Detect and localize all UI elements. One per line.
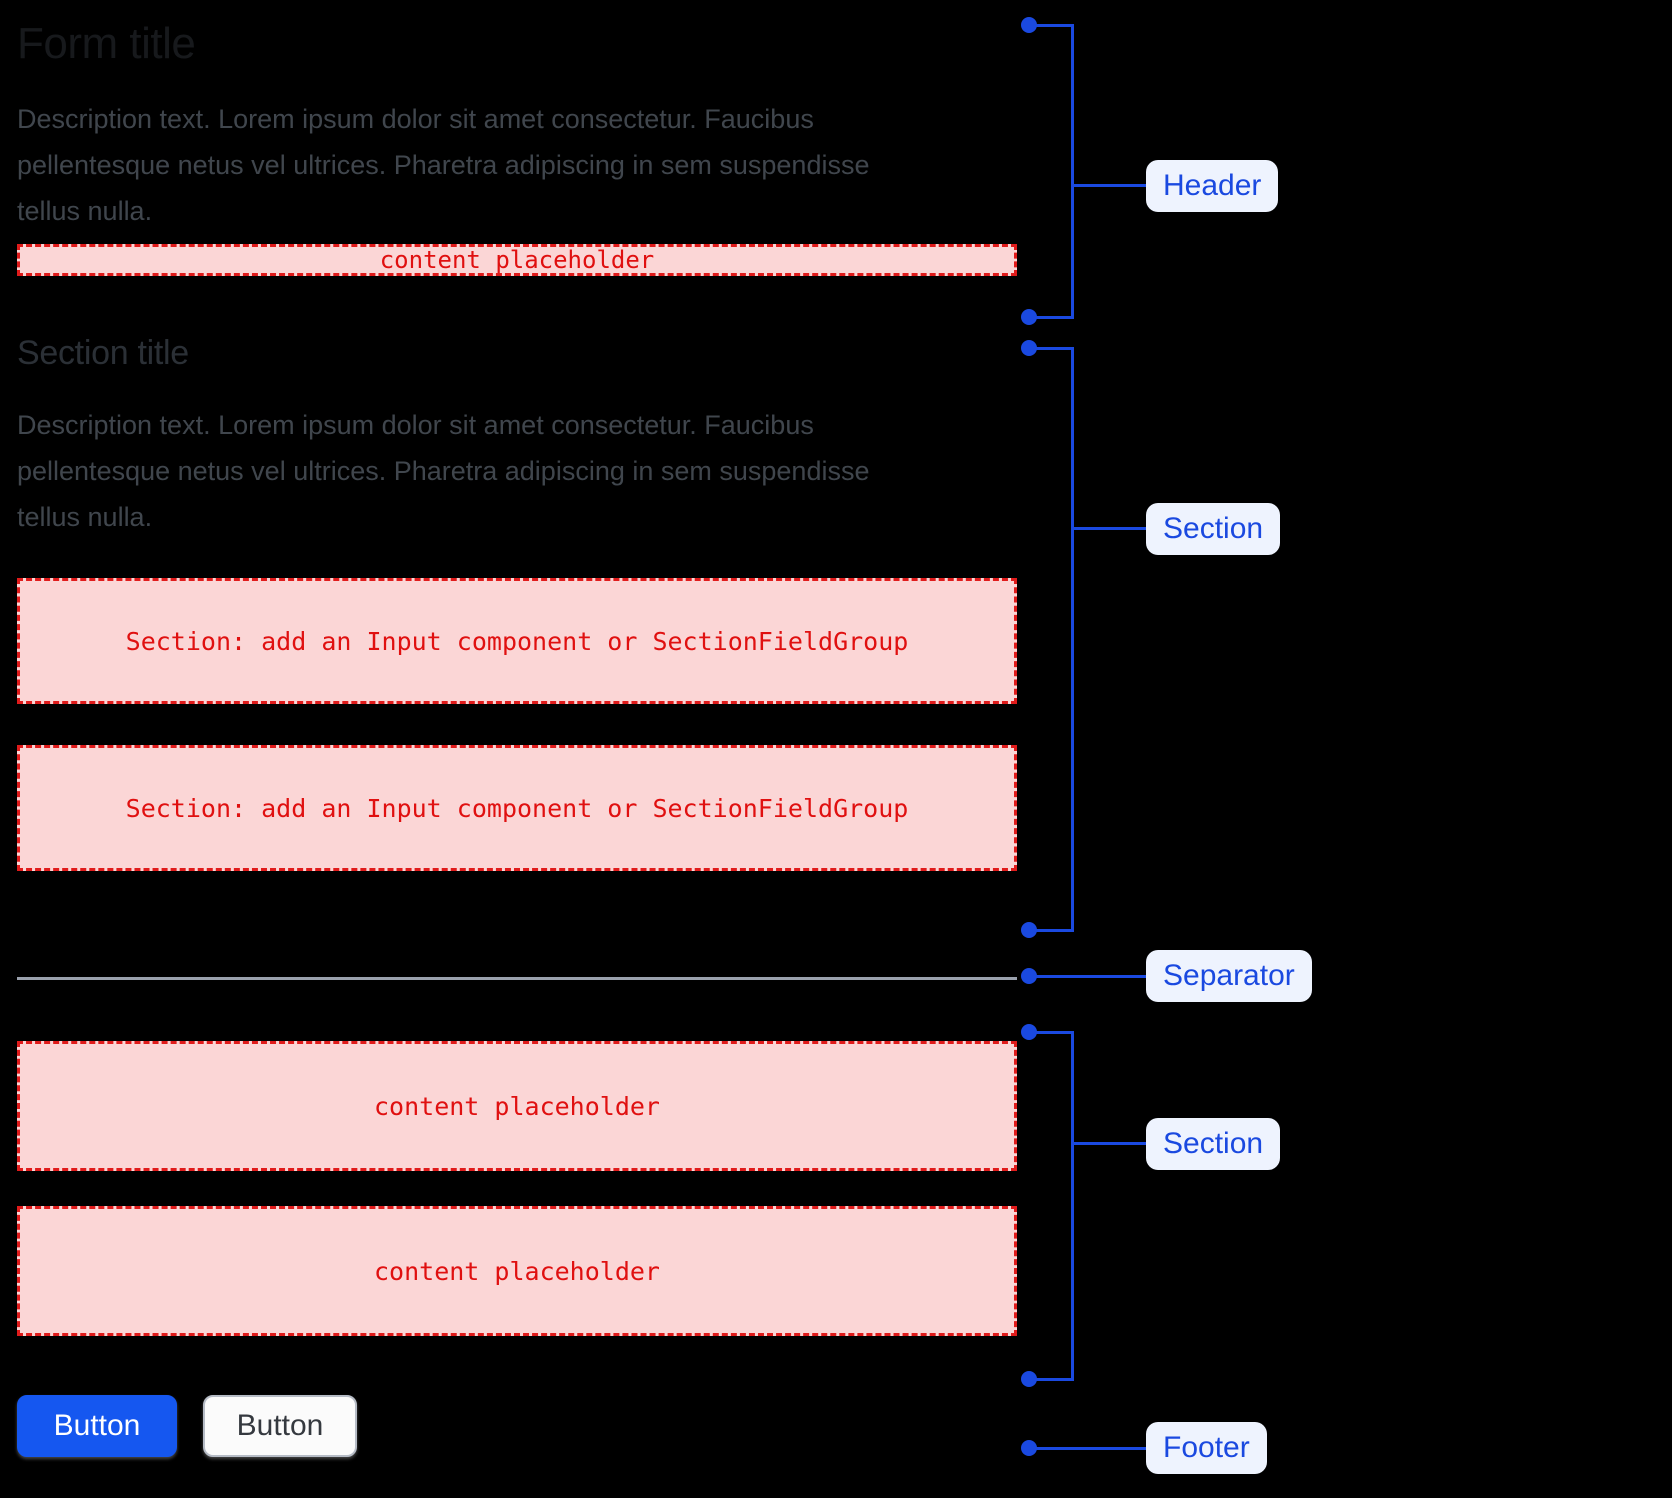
- page-title: Form title: [17, 19, 196, 68]
- annotation-leader-section-one: [1071, 527, 1146, 530]
- annotation-leader-section-two: [1071, 1142, 1146, 1145]
- form-header-description: Description text. Lorem ipsum dolor sit …: [17, 104, 870, 226]
- form-separator: [17, 977, 1017, 980]
- section-one-title: Section title: [17, 334, 189, 372]
- form-footer: Button Button: [17, 1395, 1017, 1457]
- form-section-one: Section title Description text. Lorem ip…: [17, 332, 1017, 871]
- annotation-bracket-section-one-bottom: [1029, 928, 1074, 932]
- annotation-label-footer[interactable]: Footer: [1146, 1422, 1267, 1474]
- annotation-label-section-one[interactable]: Section: [1146, 503, 1281, 555]
- annotation-label-section-two[interactable]: Section: [1146, 1118, 1281, 1170]
- annotation-bracket-section-one-top: [1029, 346, 1074, 350]
- annotation-bracket-section-two-spine: [1071, 1030, 1074, 1380]
- form-preview: Form title Description text. Lorem ipsum…: [17, 0, 1017, 1457]
- header-content-placeholder[interactable]: content placeholder: [17, 244, 1017, 276]
- primary-button[interactable]: Button: [17, 1395, 177, 1457]
- form-header-block: Form title Description text. Lorem ipsum…: [17, 0, 1017, 276]
- annotation-bracket-section-one-spine: [1071, 346, 1074, 931]
- secondary-button[interactable]: Button: [203, 1395, 357, 1457]
- annotation-bracket-header-spine: [1071, 23, 1074, 318]
- form-section-two: content placeholder content placeholder: [17, 1041, 1017, 1336]
- annotation-bracket-section-two-top: [1029, 1030, 1074, 1034]
- annotation-leader-header: [1071, 184, 1146, 187]
- annotation-dot-section-one-end: [1021, 922, 1037, 938]
- annotation-label-separator[interactable]: Separator: [1146, 950, 1312, 1002]
- annotation-dot-section-two-end: [1021, 1371, 1037, 1387]
- annotation-bracket-header-top: [1029, 23, 1074, 27]
- section-field-placeholder[interactable]: Section: add an Input component or Secti…: [17, 578, 1017, 704]
- section-content-placeholder[interactable]: content placeholder: [17, 1206, 1017, 1336]
- annotation-label-header[interactable]: Header: [1146, 160, 1279, 212]
- annotation-bracket-header-bottom: [1029, 315, 1074, 319]
- annotation-bracket-section-two-bottom: [1029, 1377, 1074, 1381]
- annotation-leader-separator: [1029, 974, 1146, 978]
- section-content-placeholder[interactable]: content placeholder: [17, 1041, 1017, 1171]
- section-field-placeholder[interactable]: Section: add an Input component or Secti…: [17, 745, 1017, 871]
- annotation-leader-footer: [1029, 1446, 1146, 1450]
- annotation-dot-header-end: [1021, 309, 1037, 325]
- section-one-description: Description text. Lorem ipsum dolor sit …: [17, 410, 870, 532]
